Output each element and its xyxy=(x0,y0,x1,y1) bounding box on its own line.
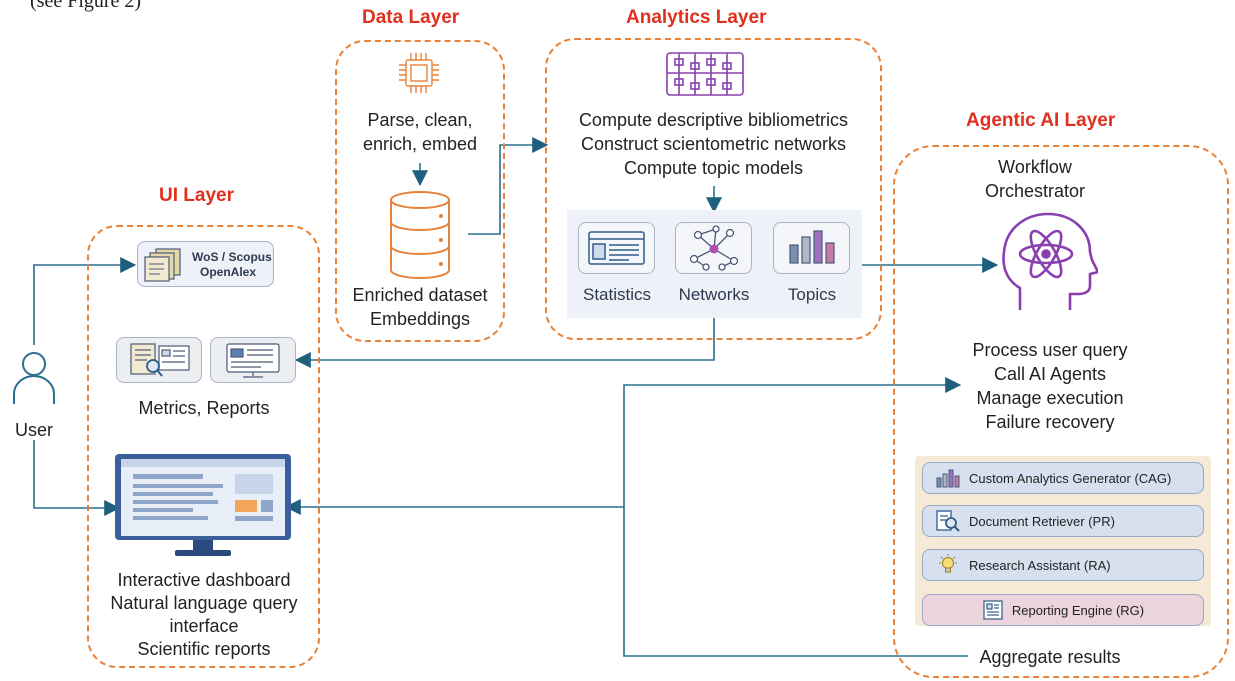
statistics-card xyxy=(578,222,655,274)
source-openalex: OpenAlex xyxy=(200,265,257,279)
database-icon xyxy=(390,191,450,279)
user-icon xyxy=(13,352,55,404)
agent-cag: Custom Analytics Generator (CAG) xyxy=(922,462,1204,494)
dashboard-monitor-icon xyxy=(115,454,291,556)
dashboard-description: Interactive dashboard Natural language q… xyxy=(110,570,298,659)
orchestrator-label: Workflow Orchestrator xyxy=(984,157,1086,201)
partial-caption: (see Figure 2) xyxy=(30,0,142,12)
statistics-icon xyxy=(588,231,645,265)
ui-layer-box xyxy=(87,225,320,668)
user-label: User xyxy=(15,420,54,440)
metrics-label: Metrics, Reports xyxy=(138,398,270,418)
analytics-layer-title: Analytics Layer xyxy=(626,7,767,28)
agent-cag-label: Custom Analytics Generator (CAG) xyxy=(969,470,1172,486)
data-layer-box xyxy=(335,40,505,342)
data-outputs: Enriched dataset Embeddings xyxy=(352,285,488,329)
agentic-layer-title: Agentic AI Layer xyxy=(966,110,1116,131)
arrow-user-to-dashboard xyxy=(33,440,121,516)
agent-ra: Research Assistant (RA) xyxy=(922,549,1204,581)
document-search-icon xyxy=(936,510,960,532)
sources-card: WoS / Scopus OpenAlex xyxy=(137,241,274,287)
document-stack-icon xyxy=(144,248,181,282)
aggregate-results: Aggregate results xyxy=(979,647,1121,667)
metrics-card-1 xyxy=(116,337,202,383)
arrow-aggregate-loop xyxy=(623,377,968,657)
abacus-icon xyxy=(666,52,744,96)
lightbulb-icon xyxy=(939,554,957,573)
report-search-icon xyxy=(130,343,190,377)
networks-label: Networks xyxy=(678,285,750,304)
networks-icon xyxy=(689,225,739,271)
data-layer-title: Data Layer xyxy=(362,7,460,28)
agent-pr-label: Document Retriever (PR) xyxy=(969,513,1115,529)
source-wos-scopus: WoS / Scopus xyxy=(192,250,272,264)
arrow-user-to-sources xyxy=(33,257,137,345)
ui-layer-title: UI Layer xyxy=(159,185,234,206)
agent-pr: Document Retriever (PR) xyxy=(922,505,1204,537)
topics-card xyxy=(773,222,850,274)
agent-rg-label: Reporting Engine (RG) xyxy=(1011,602,1145,618)
bar-chart-icon xyxy=(936,469,960,488)
report-icon xyxy=(983,600,1003,620)
statistics-label: Statistics xyxy=(582,285,652,304)
agent-rg: Reporting Engine (RG) xyxy=(922,594,1204,626)
networks-card xyxy=(675,222,752,274)
ai-head-icon xyxy=(1002,212,1098,310)
metrics-card-2 xyxy=(210,337,296,383)
topics-icon xyxy=(789,230,835,264)
agent-ra-label: Research Assistant (RA) xyxy=(969,557,1111,573)
monitor-report-icon xyxy=(226,343,280,378)
arrow-data-to-analytics xyxy=(468,137,549,235)
analytics-tasks: Compute descriptive bibliometrics Constr… xyxy=(578,110,849,178)
data-steps: Parse, clean, enrich, embed xyxy=(362,110,478,154)
chip-icon xyxy=(399,53,439,93)
topics-label: Topics xyxy=(787,285,837,304)
agentic-layer-box xyxy=(893,145,1229,678)
arrow-analytics-to-metrics xyxy=(294,318,715,368)
orchestrator-functions: Process user query Call AI Agents Manage… xyxy=(972,340,1128,432)
analytics-layer-box xyxy=(545,38,882,340)
